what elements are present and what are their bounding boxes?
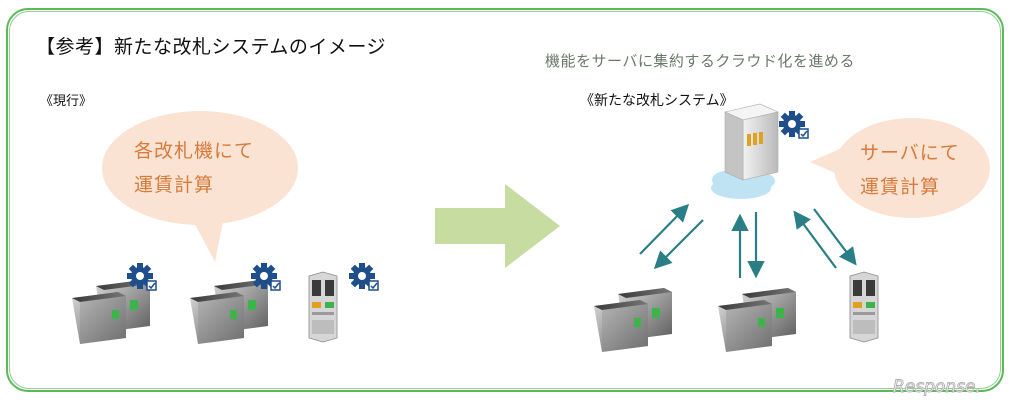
inner-frame: [9, 11, 1001, 389]
gear-icon: [348, 262, 379, 291]
new-system-speech-bubble: [810, 118, 990, 218]
transition-arrow: [435, 184, 560, 268]
current-label: 《現行》: [40, 94, 93, 109]
new-gate-1: [594, 288, 672, 352]
response-logo: Response.: [893, 377, 982, 398]
new-bubble-line2: 運賃計算: [860, 176, 941, 198]
svg-text:Response.: Response.: [893, 377, 981, 397]
current-gate-2: [190, 280, 268, 344]
server-icon: [724, 103, 779, 181]
current-bubble-line2: 運賃計算: [134, 174, 215, 196]
gear-icon: [778, 110, 809, 139]
page-title: 【参考】新たな改札システムのイメージ: [36, 36, 387, 58]
new-bubble-line1: サーバにて: [860, 142, 960, 164]
current-gate-1: [72, 280, 150, 344]
current-bubble-line1: 各改札機にて: [134, 140, 255, 162]
new-system-label: 《新たな改札システム》: [580, 93, 734, 109]
new-bubble-text: サーバにて 運賃計算: [860, 136, 960, 204]
current-speech-bubble: [102, 111, 298, 262]
current-bubble-text: 各改札機にて 運賃計算: [134, 134, 254, 202]
current-ticket-gate: [308, 271, 338, 343]
new-ticket-gate: [849, 271, 879, 343]
outer-frame: [6, 8, 1004, 392]
new-gate-2: [718, 288, 796, 352]
communication-arrows: [639, 203, 857, 279]
subtitle: 機能をサーバに集約するクラウド化を進める: [545, 52, 855, 70]
